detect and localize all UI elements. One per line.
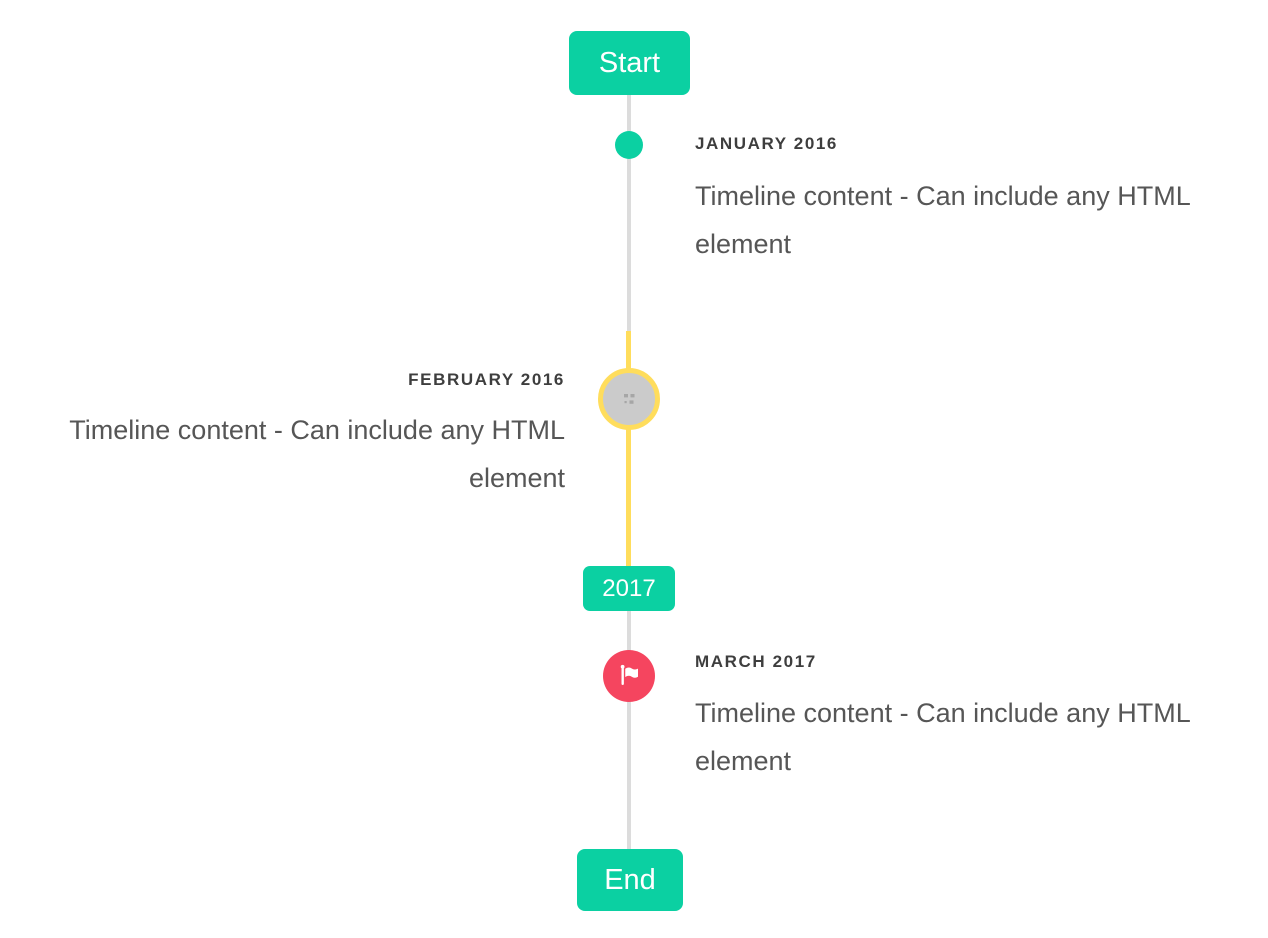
- timeline-marker-january[interactable]: [615, 131, 643, 159]
- start-button[interactable]: Start: [569, 31, 690, 95]
- timeline-content-january: Timeline content - Can include any HTML …: [695, 181, 1190, 259]
- end-button[interactable]: End: [577, 849, 683, 911]
- period-label-february: FEBRUARY 2016: [408, 370, 565, 389]
- timeline-line-segment-gray-top: [627, 95, 631, 331]
- timeline-marker-march[interactable]: [603, 650, 655, 702]
- period-label-january: JANUARY 2016: [695, 134, 838, 153]
- period-label-march: MARCH 2017: [695, 652, 817, 671]
- broken-image-icon: [622, 392, 637, 407]
- timeline-line-segment-yellow: [626, 331, 631, 566]
- timeline-line-segment-gray-bottom: [627, 611, 631, 849]
- timeline-content-february: Timeline content - Can include any HTML …: [69, 415, 565, 493]
- timeline-content-march: Timeline content - Can include any HTML …: [695, 698, 1190, 776]
- timeline-marker-february[interactable]: [598, 368, 660, 430]
- year-badge-2017[interactable]: 2017: [583, 566, 675, 611]
- flag-icon: [614, 661, 644, 691]
